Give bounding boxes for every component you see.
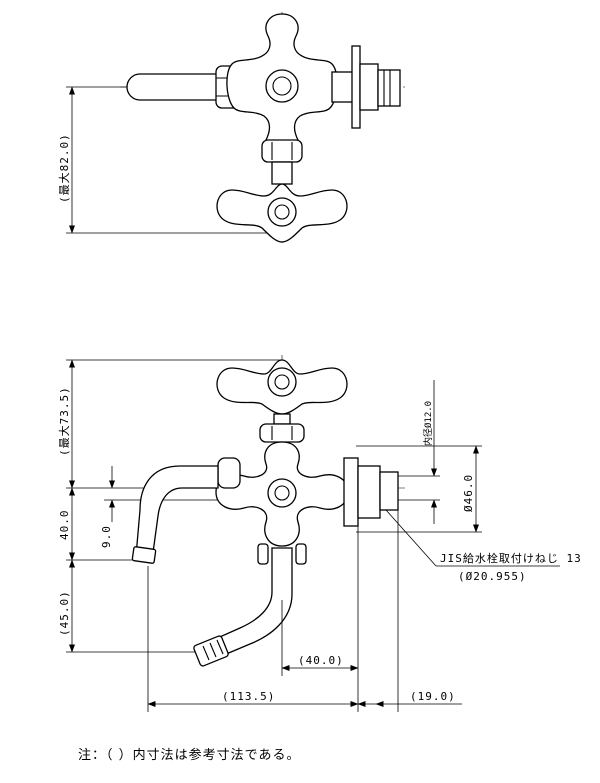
front-view: (最大73.5) 40.0 9.0 (45.0) bbox=[57, 355, 582, 712]
inner-diameter-label: 内径Ø12.0 bbox=[422, 401, 434, 446]
dim-45: (45.0) bbox=[58, 590, 71, 636]
dim-19: (19.0) bbox=[410, 690, 456, 703]
lower-spout bbox=[203, 547, 293, 661]
hose-pipe bbox=[126, 73, 221, 101]
reference-note: 注：（ ）内寸法は参考寸法である。 bbox=[78, 748, 301, 763]
upper-spout bbox=[135, 465, 219, 561]
jis-sub-label: (Ø20.955) bbox=[458, 570, 527, 583]
hose-nozzle bbox=[193, 635, 229, 667]
jis-label: JIS給水栓取付けねじ 13 bbox=[440, 551, 582, 565]
dim-40-horizontal: (40.0) bbox=[298, 654, 344, 667]
dim-40-vertical: 40.0 bbox=[58, 510, 71, 541]
top-height-label: (最大82.0) bbox=[57, 133, 71, 203]
top-view: (最大82.0) bbox=[57, 12, 405, 245]
dim-9: 9.0 bbox=[100, 525, 113, 548]
front-height-label: (最大73.5) bbox=[57, 386, 71, 456]
dia-46-label: Ø46.0 bbox=[462, 474, 475, 512]
dim-113: (113.5) bbox=[222, 690, 275, 703]
